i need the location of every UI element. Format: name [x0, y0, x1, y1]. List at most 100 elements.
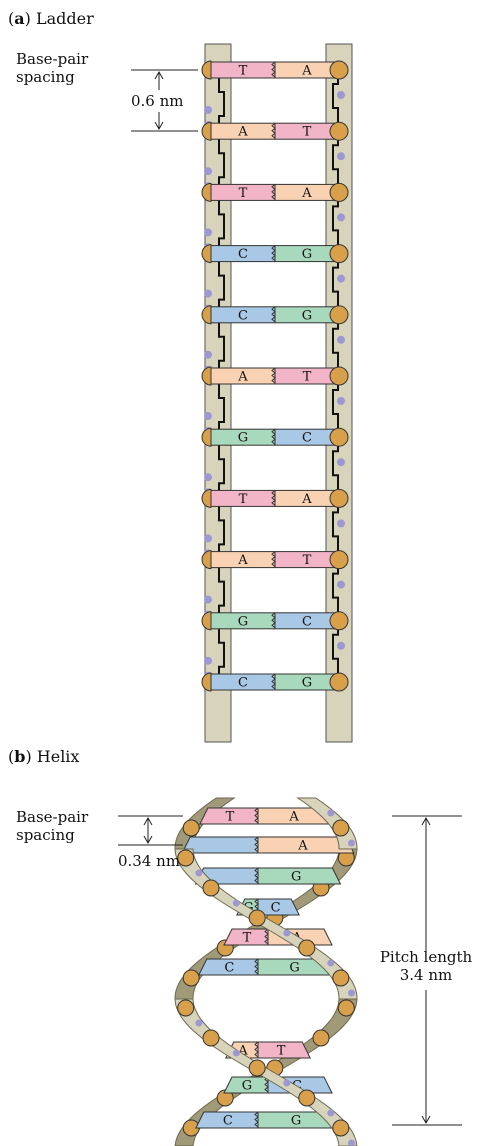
helix-base-right-label: A [297, 839, 308, 854]
helix-phosphate [299, 1090, 315, 1106]
sugar-marker [204, 106, 212, 114]
base-left-label: T [239, 492, 248, 507]
sugar-marker [337, 642, 345, 650]
helix-sugar-marker [233, 900, 240, 907]
helix-sugar-marker [195, 1020, 202, 1027]
sugar-marker [204, 167, 212, 175]
ladder-spacing-value: 0.6 nm [131, 92, 184, 110]
helix-sugar-marker [195, 870, 202, 877]
base-right-label: C [302, 431, 312, 446]
phosphate-left [202, 122, 211, 140]
base-left-label: G [238, 614, 248, 629]
helix-base-left-label: T [226, 810, 235, 825]
sugar-marker [337, 519, 345, 527]
phosphate-left [202, 61, 211, 79]
base-right-label: A [301, 492, 312, 507]
base-left-label: T [239, 186, 248, 201]
helix-phosphate [183, 970, 199, 986]
panel-b-caption: (b) Helix [8, 747, 79, 766]
helix-phosphate [338, 1000, 354, 1016]
sugar-marker [204, 534, 212, 542]
pitch-length-label: Pitch length [380, 948, 473, 966]
base-pair: TA [202, 61, 348, 79]
sugar-marker [337, 458, 345, 466]
phosphate-left [202, 428, 211, 446]
phosphate-left [202, 183, 211, 201]
helix-base-left-label: T [243, 931, 252, 946]
helix-sugar-marker [233, 1050, 240, 1057]
base-right-label: T [303, 553, 312, 568]
helix-phosphate [178, 1000, 194, 1016]
sugar-marker [204, 412, 212, 420]
base-left-label: G [238, 431, 248, 446]
base-pair: CG [202, 673, 348, 691]
phosphate-left [202, 673, 211, 691]
helix-sugar-marker [283, 930, 290, 937]
base-pair: GC [202, 428, 348, 446]
phosphate-left [202, 612, 211, 630]
helix-spacing-label-2: spacing [16, 826, 75, 844]
base-right-label: A [301, 186, 312, 201]
base-left-label: A [237, 370, 248, 385]
base-right-label: A [301, 64, 312, 79]
base-right-label: T [303, 125, 312, 140]
helix-base-pair: A [182, 837, 354, 854]
helix-phosphate [333, 820, 349, 836]
sugar-marker [204, 228, 212, 236]
phosphate-left [202, 306, 211, 324]
helix-sugar-marker [283, 1080, 290, 1087]
helix-spacing-label-1: Base-pair [16, 808, 89, 826]
base-left-label: A [237, 553, 248, 568]
helix-phosphate [203, 880, 219, 896]
helix-spacing-value: 0.34 nm [118, 852, 180, 870]
helix-sugar-marker [348, 990, 355, 997]
phosphate-left [202, 551, 211, 569]
phosphate-right [330, 183, 348, 201]
helix-spacing-dimension [118, 816, 183, 845]
sugar-marker [337, 336, 345, 344]
sugar-marker [337, 91, 345, 99]
sugar-marker [204, 473, 212, 481]
base-pair: GC [202, 612, 348, 630]
sugar-marker [337, 581, 345, 589]
helix-sugar-marker [327, 960, 334, 967]
right-backbone-rail [326, 44, 352, 742]
base-left-label: T [239, 64, 248, 79]
sugar-marker [337, 213, 345, 221]
helix-phosphate [203, 1030, 219, 1046]
helix-base-right-label: G [291, 1114, 301, 1129]
helix-phosphate [299, 940, 315, 956]
helix-phosphate [249, 910, 265, 926]
helix-phosphate [333, 970, 349, 986]
phosphate-right [330, 612, 348, 630]
phosphate-left [202, 245, 211, 263]
base-left-label: C [238, 676, 248, 691]
helix-sugar-marker [327, 1110, 334, 1117]
phosphate-right [330, 428, 348, 446]
pitch-length-value: 3.4 nm [400, 966, 453, 984]
phosphate-right [330, 367, 348, 385]
helix-base-right-label: T [277, 1044, 286, 1059]
sugar-marker [204, 657, 212, 665]
phosphate-right [330, 122, 348, 140]
base-left-label: C [238, 247, 248, 262]
sugar-marker [204, 290, 212, 298]
base-right-label: T [303, 370, 312, 385]
helix-phosphate [333, 1120, 349, 1136]
helix-phosphate [178, 850, 194, 866]
helix-base-left-label: G [242, 1079, 252, 1094]
helix-base-right-label: A [288, 810, 299, 825]
phosphate-right [330, 306, 348, 324]
panel-b-helix: (b) Helix TAAGGCTACGATGCCG Base-pair spa… [8, 747, 473, 1146]
sugar-marker [204, 596, 212, 604]
base-pair: CG [202, 306, 348, 324]
sugar-marker [337, 152, 345, 160]
phosphate-right [330, 673, 348, 691]
base-left-label: C [238, 308, 248, 323]
